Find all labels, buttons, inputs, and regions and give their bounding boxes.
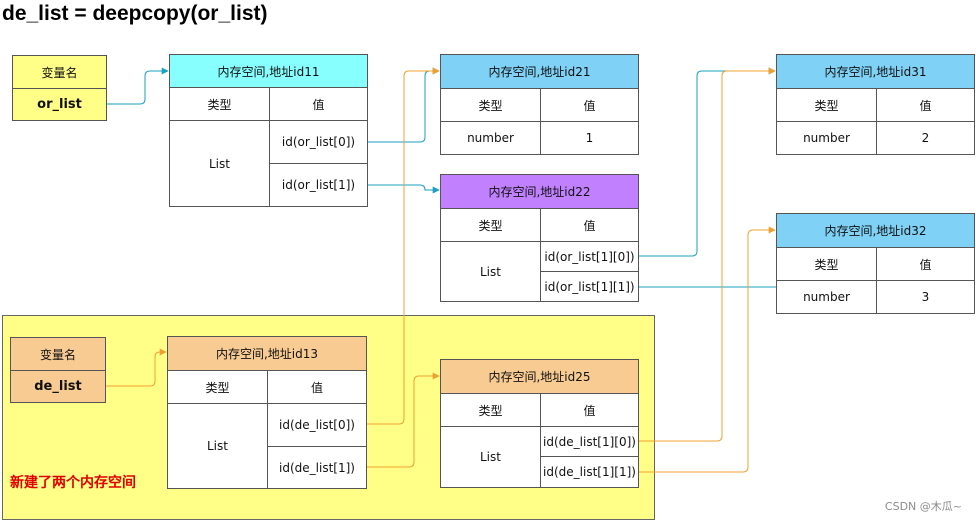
type-header: 类型 <box>441 208 540 241</box>
memory-title-id22: 内存空间,地址id22 <box>441 175 638 208</box>
memory-title-id25: 内存空间,地址id25 <box>441 360 638 393</box>
arrow-de-list-1-0-to-id31 <box>639 67 776 442</box>
type-cell-id13: List <box>168 403 267 488</box>
memory-title-id11: 内存空间,地址id11 <box>170 55 367 87</box>
type-cell-id31: number <box>777 121 876 154</box>
type-header: 类型 <box>168 370 267 403</box>
type-cell-id25: List <box>441 426 540 487</box>
diagram-title: de_list = deepcopy(or_list) <box>2 2 268 25</box>
type-header: 类型 <box>441 393 540 426</box>
value-cell-de-list-0: id(de_list[0]) <box>267 403 366 446</box>
value-cell-de-list-1: id(de_list[1]) <box>267 446 366 488</box>
memory-block-id25: 内存空间,地址id25 类型 值 List id(de_list[1][0]) … <box>440 359 639 488</box>
variable-box-de-list: 变量名 de_list <box>10 337 106 403</box>
arrow-or-list-1-0-to-id31 <box>639 67 776 257</box>
type-cell-id32: number <box>777 280 876 313</box>
variable-header: 变量名 <box>39 347 76 362</box>
type-cell-id21: number <box>441 121 540 154</box>
value-header: 值 <box>540 393 638 426</box>
arrow-or-list-to-id11 <box>107 67 169 105</box>
memory-block-id32: 内存空间,地址id32 类型 值 number 3 <box>776 213 975 314</box>
value-cell-id31: 2 <box>876 121 974 154</box>
value-cell-or-list-0: id(or_list[0]) <box>269 120 367 163</box>
value-cell-id32: 3 <box>876 280 974 313</box>
arrow-or-list-1-to-id22 <box>368 184 440 194</box>
memory-title-id13: 内存空间,地址id13 <box>168 337 366 370</box>
variable-box-or-list: 变量名 or_list <box>12 55 107 121</box>
value-cell-de-list-1-0: id(de_list[1][0]) <box>540 426 638 456</box>
value-header: 值 <box>540 208 638 241</box>
value-header: 值 <box>540 88 638 121</box>
value-cell-or-list-1-1: id(or_list[1][1]) <box>540 271 638 301</box>
type-cell-id11: List <box>170 120 269 206</box>
value-cell-de-list-1-1: id(de_list[1][1]) <box>540 456 638 487</box>
arrow-or-list-0-to-id21 <box>368 67 440 143</box>
arrow-de-list-1-1-to-id32 <box>639 226 776 473</box>
memory-block-id13: 内存空间,地址id13 类型 值 List id(de_list[0]) id(… <box>167 336 367 489</box>
type-header: 类型 <box>441 88 540 121</box>
variable-header: 变量名 <box>41 65 78 80</box>
memory-title-id21: 内存空间,地址id21 <box>441 55 638 88</box>
memory-block-id11: 内存空间,地址id11 类型 值 List id(or_list[0]) id(… <box>169 54 368 207</box>
value-cell-or-list-1-0: id(or_list[1][0]) <box>540 241 638 271</box>
memory-title-id32: 内存空间,地址id32 <box>777 214 974 247</box>
memory-block-id22: 内存空间,地址id22 类型 值 List id(or_list[1][0]) … <box>440 174 639 302</box>
memory-block-id31: 内存空间,地址id31 类型 值 number 2 <box>776 54 975 155</box>
value-cell-id21: 1 <box>540 121 638 154</box>
watermark: CSDN @木瓜~ <box>884 500 962 513</box>
value-header: 值 <box>876 88 974 121</box>
type-header: 类型 <box>777 88 876 121</box>
value-header: 值 <box>876 247 974 280</box>
value-header: 值 <box>269 87 367 120</box>
type-cell-id22: List <box>441 241 540 301</box>
type-header: 类型 <box>170 87 269 120</box>
variable-name-or-list: or_list <box>13 88 106 120</box>
memory-title-id31: 内存空间,地址id31 <box>777 55 974 88</box>
memory-block-id21: 内存空间,地址id21 类型 值 number 1 <box>440 54 639 155</box>
type-header: 类型 <box>777 247 876 280</box>
value-header: 值 <box>267 370 366 403</box>
value-cell-or-list-1: id(or_list[1]) <box>269 163 367 206</box>
variable-name-de-list: de_list <box>11 370 105 402</box>
new-memory-note: 新建了两个内存空间 <box>10 475 136 491</box>
